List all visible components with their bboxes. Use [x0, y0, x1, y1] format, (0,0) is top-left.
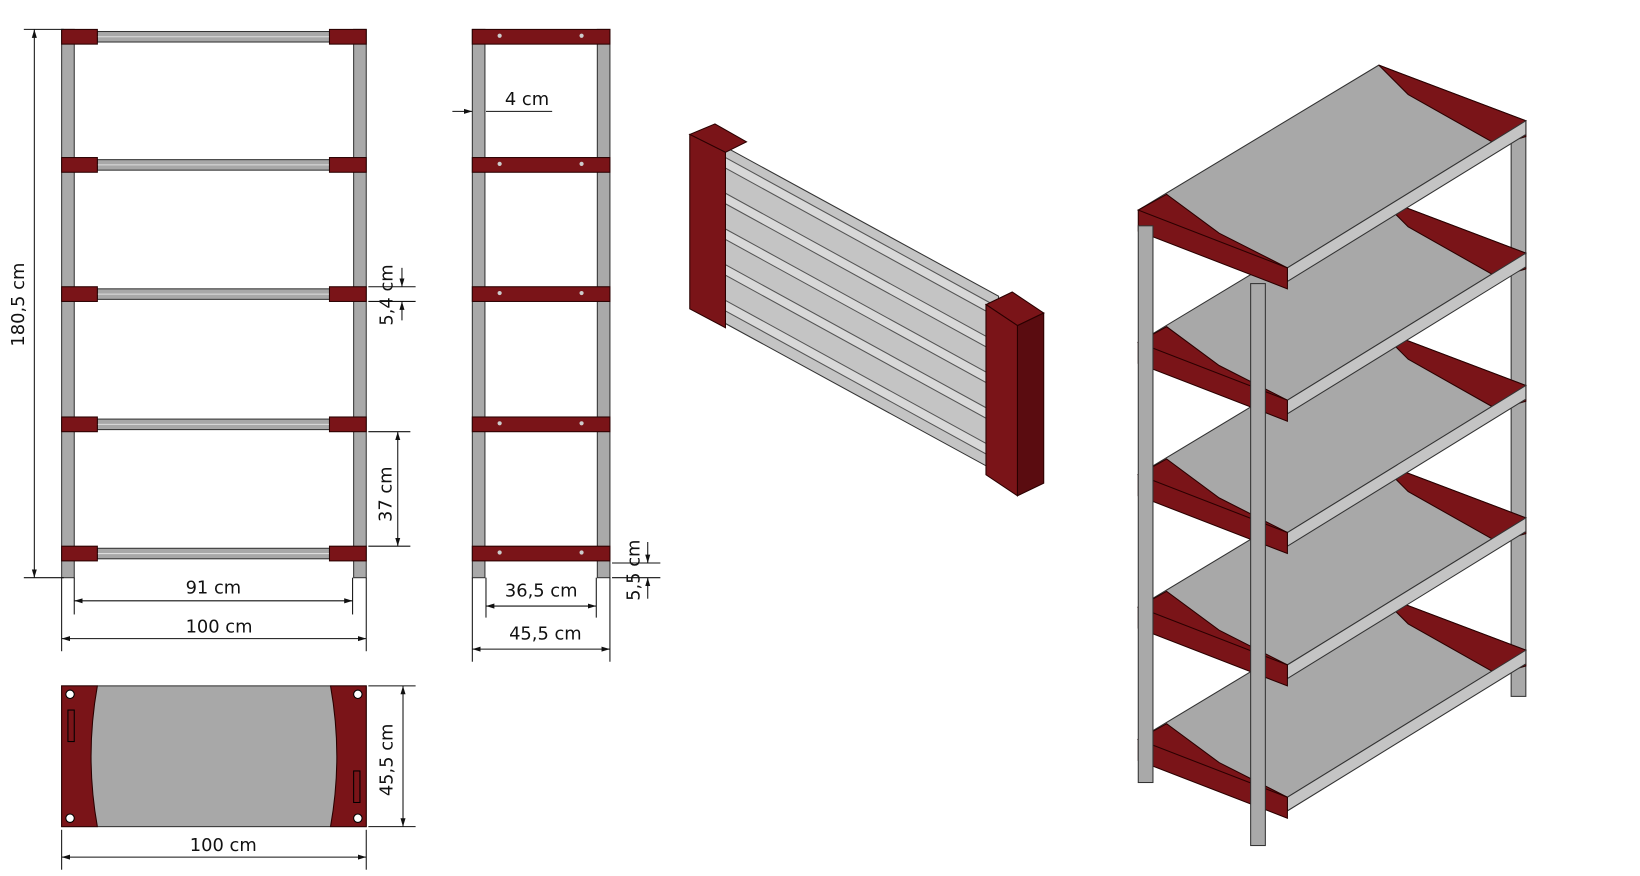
- shelf-side: [471, 286, 611, 302]
- outer-width-label: 100 cm: [186, 616, 253, 637]
- shelf-left-edge: [1137, 209, 1288, 290]
- shelf-end-cap: [61, 545, 98, 562]
- inner-depth-label: 36,5 cm: [505, 581, 578, 602]
- shelf-side: [471, 545, 611, 562]
- bolt-hole: [497, 550, 502, 555]
- front-dimensions: 180,5 cm 91 cm 100 cm 5,4 cm 37 cm: [8, 28, 416, 652]
- bolt-hole: [497, 421, 502, 426]
- shelf-side: [471, 157, 611, 173]
- shelf-end-cap: [328, 416, 367, 433]
- outer-depth-label: 45,5 cm: [509, 624, 582, 645]
- shelf-end-cap: [61, 157, 98, 173]
- bolt-hole: [579, 550, 584, 555]
- top-dimensions: 45,5 cm 100 cm: [61, 685, 416, 870]
- bolt-hole: [497, 290, 502, 296]
- bolt-hole: [579, 33, 584, 38]
- front-post: [471, 28, 486, 579]
- back-right-post: [1510, 120, 1527, 697]
- right-post: [353, 28, 367, 579]
- top-depth-label: 45,5 cm: [377, 724, 398, 797]
- side-view: [471, 28, 611, 579]
- front-left-post: [1137, 225, 1154, 784]
- top-width-label: 100 cm: [190, 835, 257, 856]
- left-post: [61, 28, 75, 579]
- shelf-end-cap: [61, 28, 98, 45]
- inner-width-label: 91 cm: [186, 577, 242, 598]
- side-dimensions: 4 cm 36,5 cm 45,5 cm 5,5 cm: [452, 89, 661, 662]
- back-post: [596, 28, 611, 579]
- isometric-shelf-unit: [1137, 64, 1528, 847]
- shelf-thickness-label: 5,4 cm: [377, 264, 398, 325]
- bolt-hole: [579, 161, 584, 166]
- shelf-end-cap: [328, 157, 367, 173]
- shelf-end-cap: [328, 545, 367, 562]
- shelf-end-cap: [328, 286, 367, 302]
- front-view: [61, 28, 367, 579]
- shelf-end-cap: [61, 416, 98, 433]
- shelf-side: [471, 28, 611, 45]
- foot-height-label: 5,5 cm: [623, 540, 644, 601]
- height-label: 180,5 cm: [8, 263, 29, 347]
- shelf-end-cap: [61, 286, 98, 302]
- isometric-shelf-panel: [688, 123, 1045, 497]
- post-diameter-label: 4 cm: [505, 89, 549, 110]
- shelf-end-cap: [328, 28, 367, 45]
- front-right-post: [1250, 283, 1266, 847]
- bolt-hole: [497, 161, 502, 166]
- shelf-side: [471, 416, 611, 433]
- bolt-hole: [579, 290, 584, 296]
- bolt-hole: [497, 33, 502, 38]
- bolt-hole: [579, 421, 584, 426]
- top-view: [61, 685, 367, 828]
- shelf-spacing-label: 37 cm: [375, 466, 396, 522]
